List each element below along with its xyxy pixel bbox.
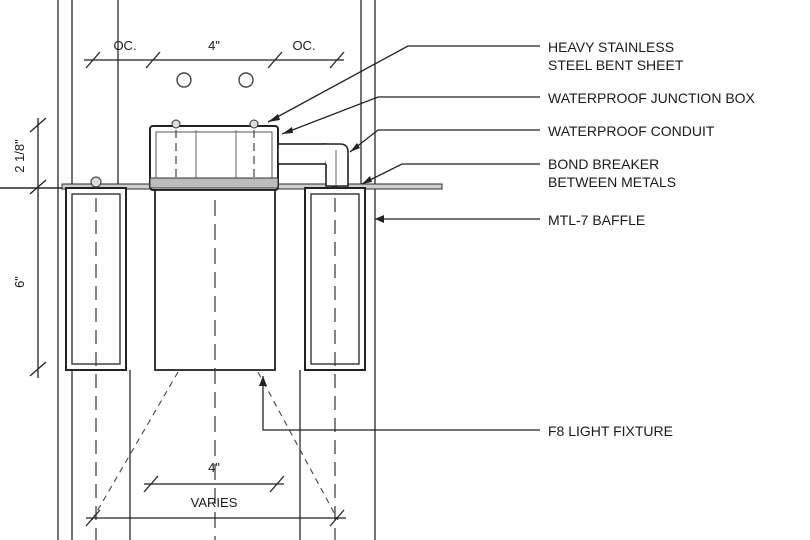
hole-left: [176, 72, 192, 88]
hole-right: [238, 72, 254, 88]
leader-arrowheads: [259, 114, 384, 386]
left-baffle: [65, 176, 127, 540]
callout-bond-breaker-line1: BOND BREAKER: [548, 156, 659, 172]
callout-baffle: MTL-7 BAFFLE: [548, 212, 645, 228]
dim-top-center: 4": [208, 38, 220, 53]
structure-lines: [57, 0, 376, 540]
leader-lines: [262, 45, 540, 431]
callout-bond-breaker-line2: BETWEEN METALS: [548, 174, 676, 190]
dim-top-left: OC.: [113, 38, 136, 53]
waterproof-conduit: [277, 143, 349, 187]
right-baffle: [304, 176, 366, 540]
callout-heavy-stainless-line2: STEEL BENT SHEET: [548, 57, 684, 73]
callout-conduit: WATERPROOF CONDUIT: [548, 123, 715, 139]
callout-heavy-stainless-line1: HEAVY STAINLESS: [548, 39, 674, 55]
dim-bottom-outer: VARIES: [191, 495, 238, 510]
junction-box: [149, 119, 279, 191]
callout-light-fixture: F8 LIGHT FIXTURE: [548, 423, 673, 439]
dim-side-top: 2 1/8": [12, 139, 27, 173]
light-fixture: [91, 189, 339, 540]
top-dimension: [84, 51, 345, 69]
dim-side-main: 6": [12, 276, 27, 288]
side-dimension: [29, 117, 47, 378]
dim-top-right: OC.: [292, 38, 315, 53]
callout-junction-box: WATERPROOF JUNCTION BOX: [548, 90, 756, 106]
bottom-dimension: [85, 475, 346, 527]
dim-bottom-inner: 4": [208, 460, 220, 475]
